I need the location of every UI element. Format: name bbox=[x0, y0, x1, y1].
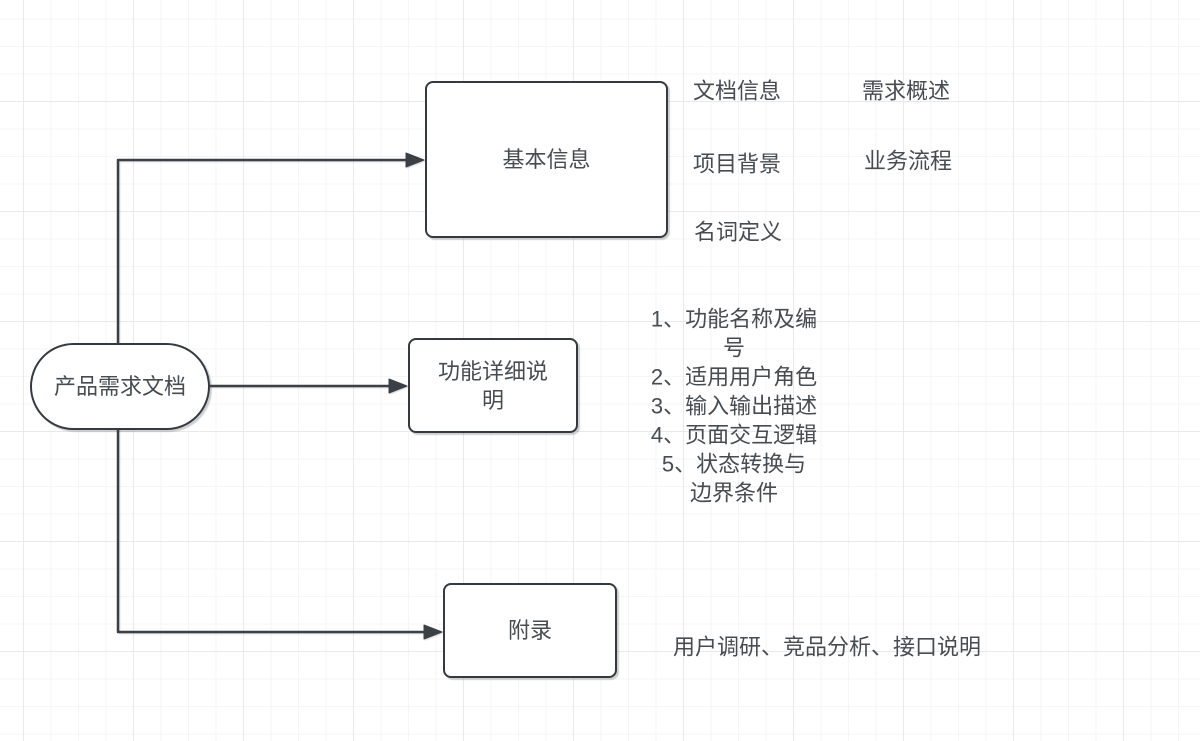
arrowhead-icon bbox=[388, 378, 408, 394]
connector-root-to-appendix[interactable] bbox=[116, 429, 443, 640]
label-term-definition[interactable]: 名词定义 bbox=[693, 219, 783, 245]
node-label: 产品需求文档 bbox=[53, 374, 186, 399]
node-basic-info[interactable]: 基本信息 bbox=[425, 81, 668, 238]
label-appendix-note[interactable]: 用户调研、竞品分析、接口说明 bbox=[672, 634, 982, 660]
label-doc-info[interactable]: 文档信息 bbox=[692, 78, 782, 104]
label-feature-detail-list[interactable]: 1、功能名称及编 号 2、适用用户角色 3、输入输出描述 4、页面交互逻辑 5、… bbox=[650, 306, 818, 506]
label-requirements-overview[interactable]: 需求概述 bbox=[861, 78, 951, 104]
node-product-requirements-doc[interactable]: 产品需求文档 bbox=[30, 343, 210, 430]
arrowhead-icon bbox=[423, 624, 443, 640]
arrowhead-icon bbox=[405, 152, 425, 168]
node-feature-detail[interactable]: 功能详细说 明 bbox=[408, 338, 578, 433]
connector-root-to-feature-detail[interactable] bbox=[210, 378, 408, 394]
label-business-process[interactable]: 业务流程 bbox=[863, 148, 953, 174]
node-label: 功能详细说 明 bbox=[437, 358, 548, 413]
connector-root-to-basic-info[interactable] bbox=[116, 152, 425, 344]
label-project-background[interactable]: 项目背景 bbox=[692, 151, 782, 177]
node-label: 基本信息 bbox=[502, 147, 591, 172]
node-label: 附录 bbox=[507, 618, 552, 643]
node-appendix[interactable]: 附录 bbox=[443, 583, 617, 678]
